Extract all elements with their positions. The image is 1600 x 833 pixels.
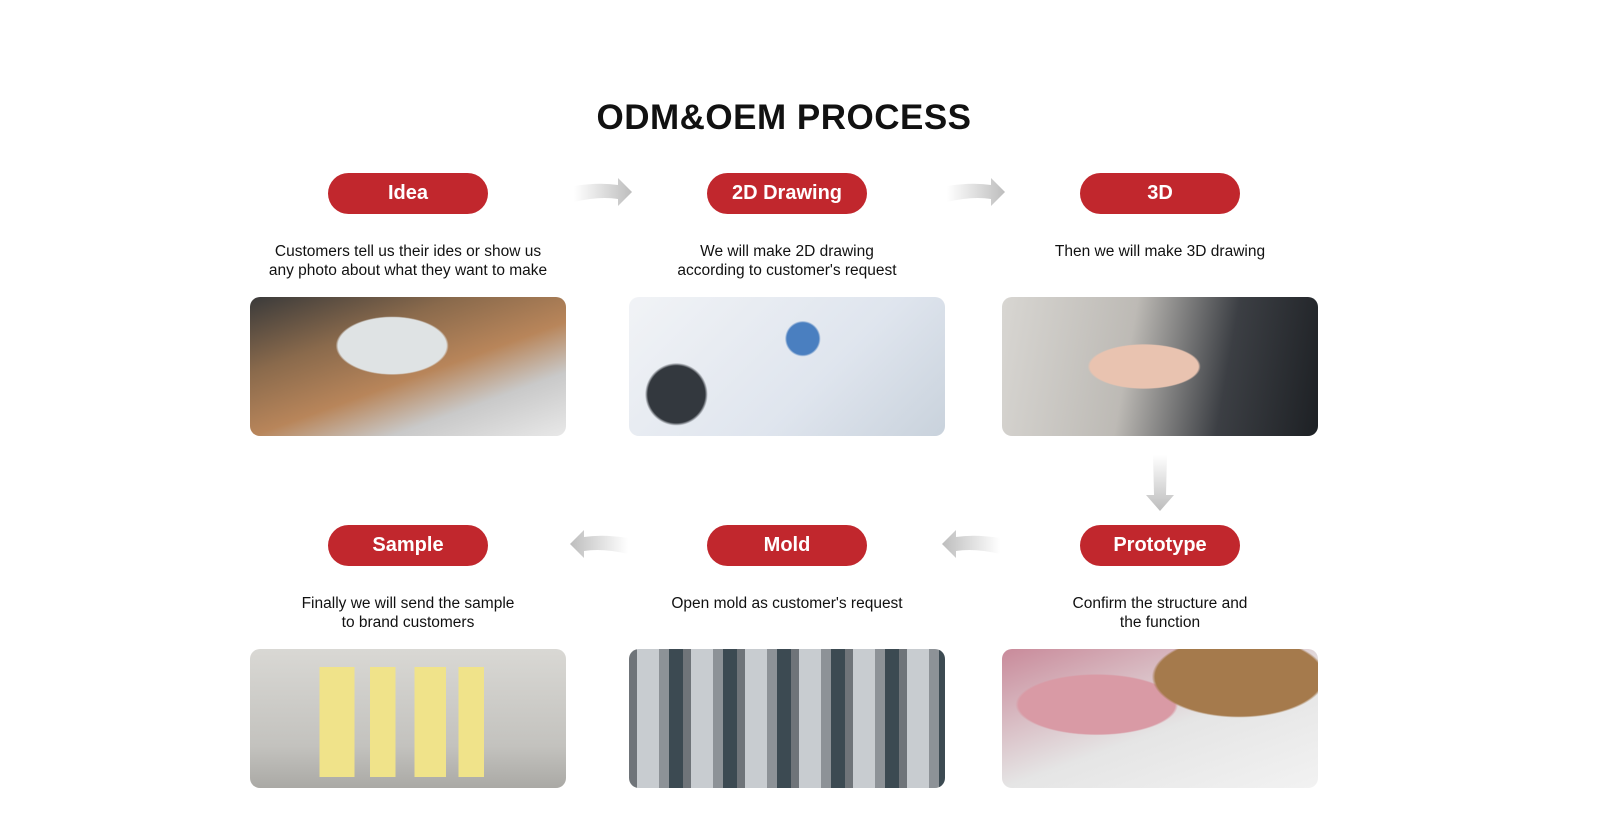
- arrow-right-icon: [947, 178, 1005, 206]
- step-description: Open mold as customer's request: [671, 595, 903, 612]
- step-mold: Mold Open mold as customer's request: [629, 525, 945, 788]
- arrow-left-icon: [942, 530, 1000, 558]
- step-description: Then we will make 3D drawing: [1054, 243, 1266, 260]
- step-label: 3D: [1080, 173, 1240, 214]
- sketch-drawing-photo: [629, 297, 945, 436]
- page-title: ODM&OEM PROCESS: [596, 98, 972, 137]
- step-3d: 3D Then we will make 3D drawing: [1002, 173, 1318, 436]
- step-label: Prototype: [1080, 525, 1240, 566]
- typing-laptop-photo: [1002, 297, 1318, 436]
- step-idea: Idea Customers tell us their ides or sho…: [250, 173, 566, 436]
- arrow-left-icon: [570, 530, 628, 558]
- prototype-measuring-photo: [1002, 649, 1318, 788]
- step-label: Sample: [328, 525, 488, 566]
- yellow-tumblers-photo: [250, 649, 566, 788]
- metal-molds-photo: [629, 649, 945, 788]
- step-label: 2D Drawing: [707, 173, 867, 214]
- step-label: Mold: [707, 525, 867, 566]
- arrow-right-icon: [574, 178, 632, 206]
- arrow-down-icon: [1146, 455, 1174, 511]
- laptop-on-desk-photo: [250, 297, 566, 436]
- step-label: Idea: [328, 173, 488, 214]
